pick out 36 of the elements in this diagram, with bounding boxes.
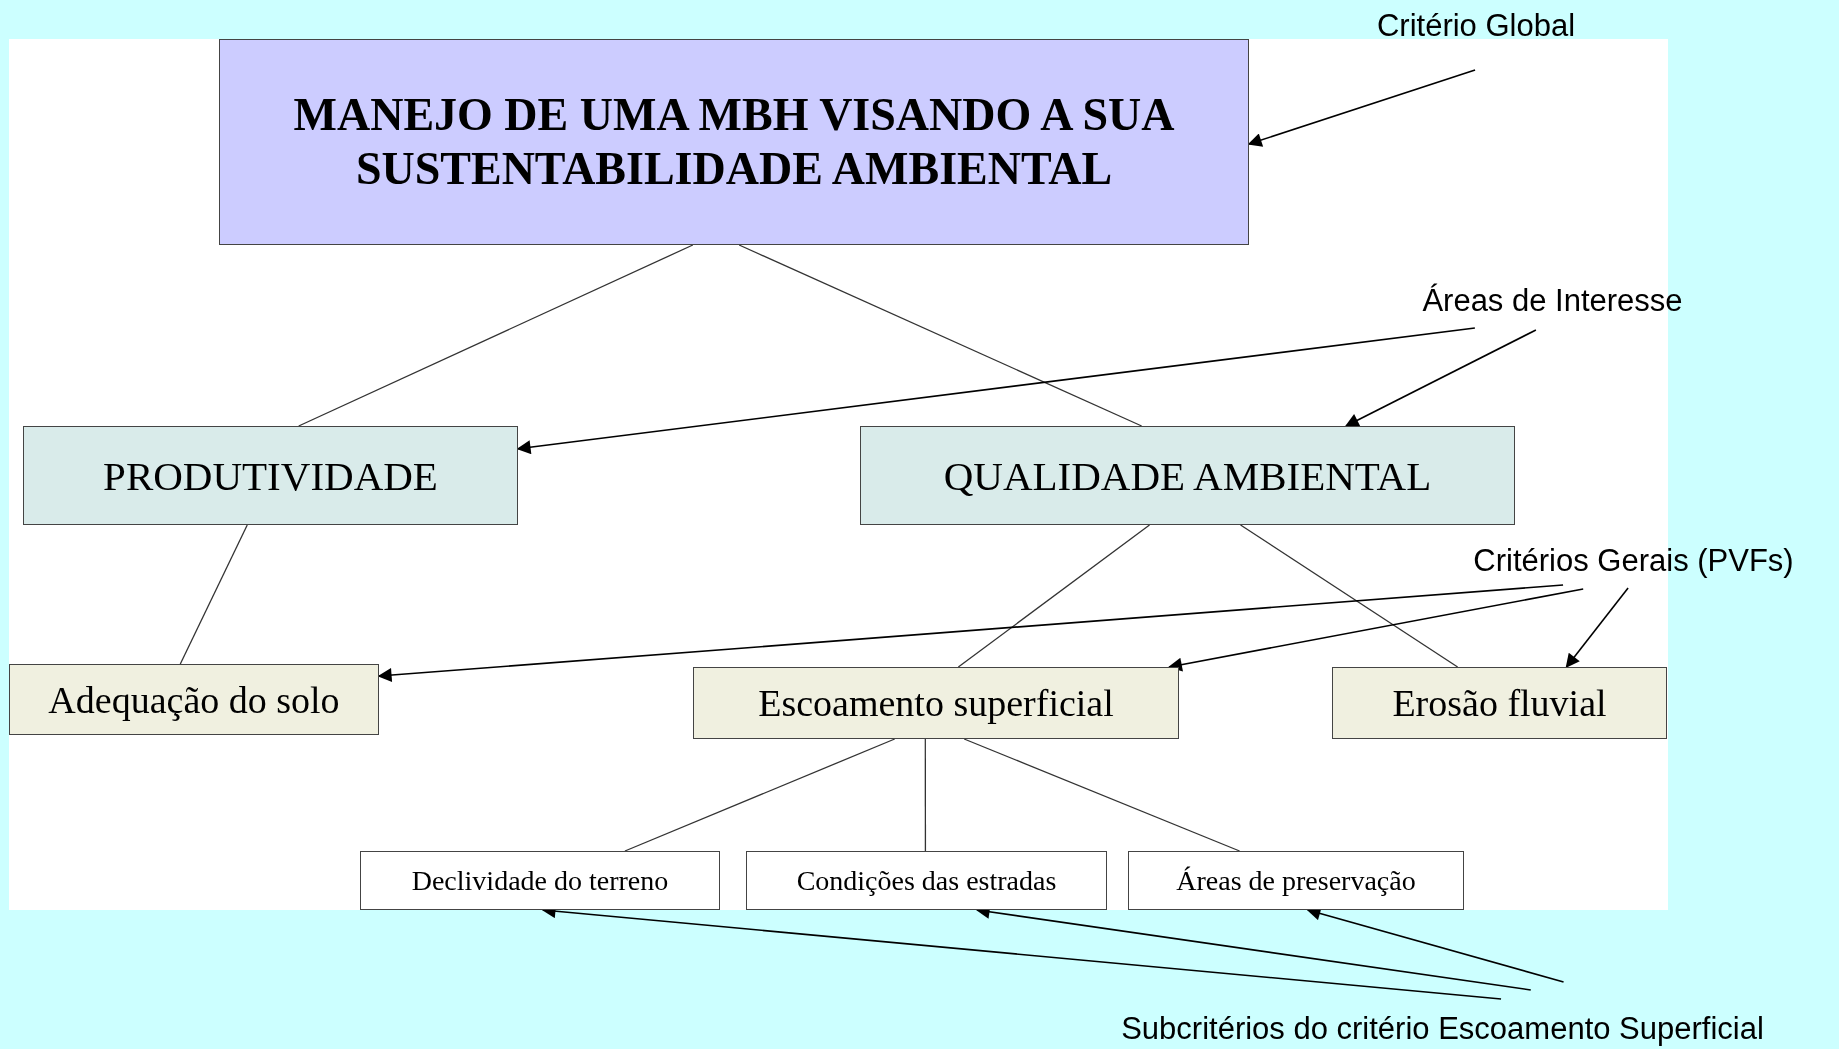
pointer-arrow — [516, 327, 1476, 455]
annotation-text: Critério Global — [1357, 8, 1595, 44]
annotation-text: Subcritérios do critério Escoamento Superficial — [1052, 1011, 1833, 1047]
connector-line — [179, 524, 248, 665]
area-text: PRODUTIVIDADE — [103, 451, 438, 500]
subcriterion-text: Áreas de preservação — [1176, 864, 1416, 897]
connector-line — [624, 738, 896, 852]
subcriterion-text: Condições das estradas — [796, 864, 1057, 897]
criterion-box — [693, 667, 1179, 739]
connector-line — [298, 244, 694, 427]
annotation-text: Critérios Gerais (PVFs) — [1440, 543, 1827, 579]
pointer-arrow — [1344, 329, 1537, 427]
connector-line — [924, 738, 927, 852]
connector-line — [963, 738, 1241, 852]
area-box — [860, 426, 1515, 525]
area-text: QUALIDADE AMBIENTAL — [943, 451, 1432, 500]
pointer-arrow — [1247, 69, 1476, 147]
goal-text: MANEJO DE UMA MBH VISANDO A SUA SUSTENTABILIDADE AMBIENTAL — [292, 87, 1176, 196]
subcriterion-box — [360, 851, 720, 910]
subcriterion-text: Declividade do terreno — [411, 864, 669, 897]
connector-line — [957, 524, 1151, 668]
criterion-text: Erosão fluvial — [1392, 681, 1607, 725]
pointer-arrow — [1565, 587, 1629, 669]
connector-line — [738, 244, 1143, 427]
criterion-box — [9, 664, 379, 735]
annotation-text: Áreas de Interesse — [1396, 283, 1709, 319]
criterion-text: Escoamento superficial — [758, 681, 1114, 725]
pointer-arrow — [377, 584, 1564, 683]
criterion-text: Adequação do solo — [48, 677, 340, 722]
pointer-arrow — [1167, 588, 1584, 672]
area-box — [23, 426, 518, 525]
subcriterion-box — [1128, 851, 1464, 910]
connector-line — [1239, 524, 1459, 668]
subcriterion-box — [746, 851, 1107, 910]
goal-box — [219, 39, 1249, 245]
criterion-box — [1332, 667, 1667, 739]
